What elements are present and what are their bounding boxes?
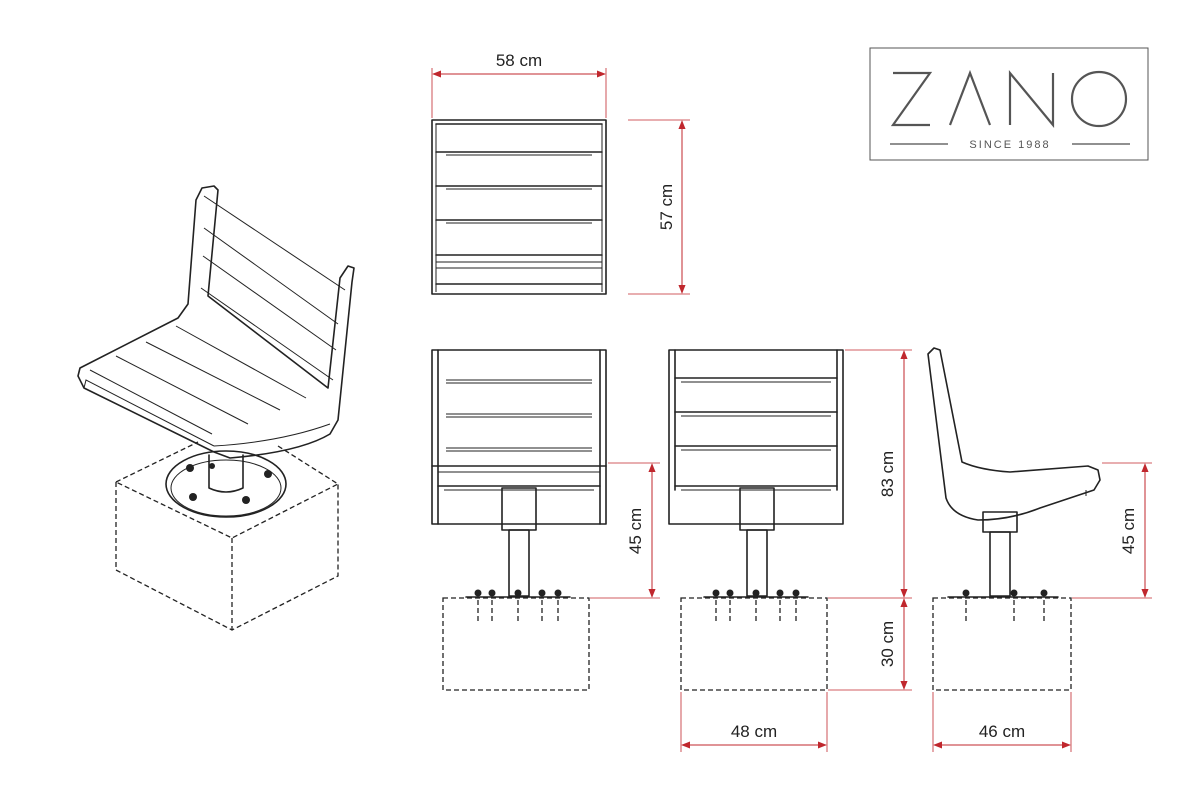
dim-foundation-depth-label: 30 cm bbox=[878, 621, 897, 667]
brand-logo: SINCE 1988 bbox=[869, 47, 1149, 161]
dim-side-foundation-width: 46 cm bbox=[932, 692, 1072, 752]
dim-side-foundation-width-label: 46 cm bbox=[979, 722, 1025, 741]
back-anchors bbox=[712, 589, 800, 622]
dim-side-seat-height: 45 cm bbox=[1072, 462, 1152, 599]
dim-front-seat-height-label: 45 cm bbox=[626, 508, 645, 554]
dim-back-foundation-width: 48 cm bbox=[680, 692, 828, 752]
brand-wordmark bbox=[890, 69, 1128, 129]
dim-top-depth: 57 cm bbox=[628, 119, 690, 295]
dim-top-width-label: 58 cm bbox=[496, 51, 542, 70]
dim-top-width: 58 cm bbox=[431, 51, 607, 118]
iso-post bbox=[208, 454, 244, 493]
side-anchors bbox=[962, 589, 1048, 622]
dim-front-seat-height: 45 cm bbox=[590, 462, 660, 599]
isometric-view bbox=[77, 185, 355, 631]
dimensions: 58 cm 57 cm 45 cm 83 cm 30 cm bbox=[431, 51, 1152, 752]
iso-chair bbox=[77, 185, 355, 459]
front-view bbox=[431, 349, 607, 691]
dim-top-depth-label: 57 cm bbox=[657, 184, 676, 230]
dim-back-foundation-width-label: 48 cm bbox=[731, 722, 777, 741]
iso-foundation bbox=[115, 441, 340, 631]
brand-tagline: SINCE 1988 bbox=[969, 139, 1050, 151]
dim-side-seat-height-label: 45 cm bbox=[1119, 508, 1138, 554]
top-view bbox=[431, 119, 607, 295]
front-anchors bbox=[474, 589, 562, 622]
side-view bbox=[927, 347, 1101, 691]
dim-foundation-depth: 30 cm bbox=[828, 598, 912, 691]
dim-total-height-label: 83 cm bbox=[878, 451, 897, 497]
iso-base-plate bbox=[165, 450, 287, 518]
dim-total-height: 83 cm bbox=[828, 349, 912, 599]
back-view bbox=[668, 349, 844, 691]
